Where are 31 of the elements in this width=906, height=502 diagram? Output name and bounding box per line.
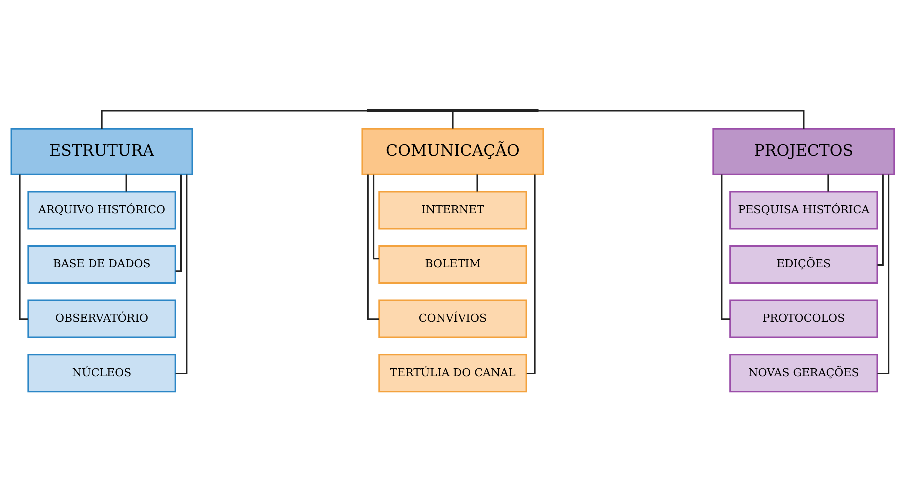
node-box: OBSERVATÓRIO: [28, 300, 176, 338]
connector: [452, 112, 454, 129]
connector: [19, 174, 28, 320]
connector: [878, 174, 890, 375]
node-box: NÚCLEOS: [28, 354, 176, 393]
node-box: ARQUIVO HISTÓRICO: [28, 191, 176, 230]
connector: [878, 174, 884, 266]
connector: [367, 174, 380, 320]
connector: [126, 174, 128, 192]
node-box: EDIÇÕES: [730, 246, 878, 284]
connector: [476, 174, 478, 192]
node-box: CONVÍVIOS: [378, 300, 528, 338]
connector: [526, 174, 536, 375]
connector: [176, 174, 182, 272]
connector: [373, 174, 380, 260]
node-box: TERTÚLIA DO CANAL: [378, 354, 528, 393]
node-box: BASE DE DADOS: [28, 246, 176, 284]
node-box: INTERNET: [378, 191, 528, 230]
node-box: NOVAS GERAÇÕES: [730, 354, 878, 393]
connector: [538, 110, 805, 129]
node-bar: [367, 109, 539, 112]
node-box: ESTRUTURA: [10, 128, 194, 176]
node-box: PESQUISA HISTÓRICA: [730, 191, 878, 230]
node-box: BOLETIM: [378, 246, 528, 284]
connector: [176, 174, 188, 375]
node-box: COMUNICAÇÃO: [362, 128, 544, 176]
node-box: PROTOCOLOS: [730, 300, 878, 338]
connector: [828, 174, 830, 192]
node-box: PROJECTOS: [712, 128, 896, 176]
connector: [101, 110, 368, 129]
connector: [721, 174, 730, 320]
